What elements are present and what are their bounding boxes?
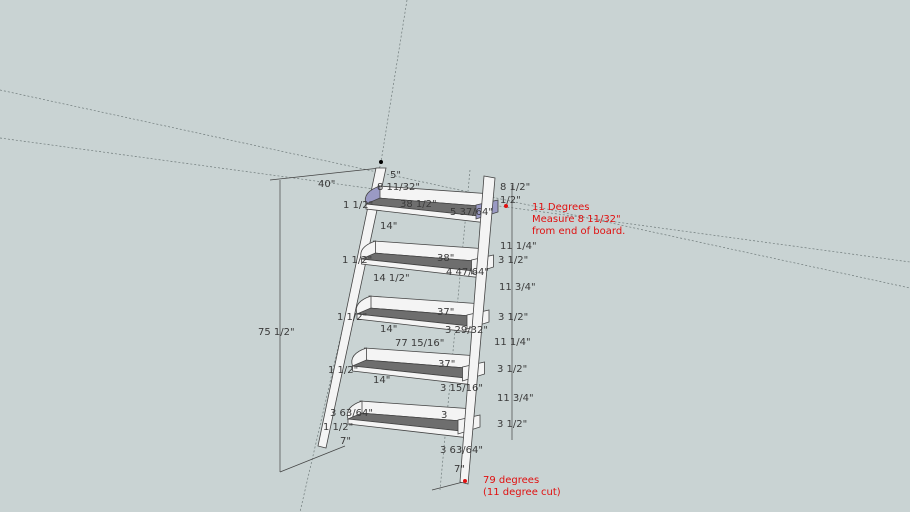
- annotation-marker: [504, 204, 508, 208]
- annotation-top: 11 Degrees Measure 8 11/32" from end of …: [504, 202, 625, 237]
- dimension-label: 1 1/2": [323, 422, 353, 433]
- dimension-label: 14 1/2": [373, 273, 410, 284]
- note-line: (11 degree cut): [483, 487, 561, 498]
- shelf-side-end: [360, 240, 376, 260]
- dimension-label: 14": [380, 221, 397, 232]
- note-line: 79 degrees: [483, 475, 539, 486]
- shelf-side-end: [355, 295, 372, 315]
- shelf-side-end: [364, 185, 381, 205]
- right-rail[interactable]: [459, 175, 496, 485]
- dimension-label: 1/2": [500, 195, 521, 206]
- dimension-label: 7": [454, 464, 465, 475]
- ladder-shelf-model[interactable]: [317, 167, 499, 485]
- dimension-labels: 40" 5"8 11/32" 1 1/2" 38 1/2" 5 37/64" 8 1/2"…: [258, 170, 537, 475]
- shelf[interactable]: [346, 400, 481, 439]
- dimension-label: 3 1/2": [498, 255, 528, 266]
- note-line: from end of board.: [532, 226, 625, 237]
- dimension-label: 4 47/64": [446, 267, 489, 278]
- dimension-label: 14": [380, 324, 397, 335]
- dimension-label: 1 1/2": [342, 255, 372, 266]
- dimension-label: 3 15/16": [440, 383, 483, 394]
- dimension-label: 11 3/4": [499, 282, 536, 293]
- dimension-label: 3 63/64": [440, 445, 483, 456]
- shelf-side-end: [346, 400, 363, 420]
- dimension-label: 3 29/32": [445, 325, 488, 336]
- dimension-label: 38 1/2": [400, 199, 437, 210]
- note-line: Measure 8 11/32": [532, 214, 621, 225]
- dimension-label: 5": [390, 170, 401, 181]
- dimension-label: 7": [340, 436, 351, 447]
- annotation-marker: [463, 479, 467, 483]
- axis-origin-marker: [379, 160, 383, 164]
- dimension-lines: [269, 167, 513, 491]
- dimension-label: 37": [437, 307, 454, 318]
- dimension-label: 11 1/4": [500, 241, 537, 252]
- shelf[interactable]: [355, 295, 490, 334]
- dimension-label: 40": [318, 179, 335, 190]
- dimension-label: 38": [437, 253, 454, 264]
- dimension-label: 3 1/2": [498, 312, 528, 323]
- dimension-label: 14": [373, 375, 390, 386]
- dimension-label: 75 1/2": [258, 327, 295, 338]
- dimension-label: 3: [441, 410, 447, 421]
- left-rail[interactable]: [317, 167, 387, 449]
- dimension-label: 8 1/2": [500, 182, 530, 193]
- dimension-label: 1 1/2": [343, 200, 373, 211]
- dimension-label: 11 3/4": [497, 393, 534, 404]
- shelf[interactable]: [364, 185, 499, 224]
- dimension-label: 1 1/2": [328, 365, 358, 376]
- dimension-label: 3 63/64": [330, 408, 373, 419]
- note-line: 11 Degrees: [532, 202, 590, 213]
- dimension-label: 11 1/4": [494, 337, 531, 348]
- dimension-label: 8 11/32": [377, 182, 420, 193]
- shelf-side-end: [351, 347, 367, 367]
- dimension-label: 5 37/64": [450, 207, 493, 218]
- dimension-label: 1 1/2": [337, 312, 367, 323]
- dimension-label: 77 15/16": [395, 338, 444, 349]
- annotation-bottom: 79 degrees (11 degree cut): [463, 475, 561, 498]
- dimension-label: 3 1/2": [497, 419, 527, 430]
- dimension-label: 3 1/2": [497, 364, 527, 375]
- dimension-label: 37": [438, 359, 455, 370]
- shelf[interactable]: [351, 347, 485, 386]
- shelf[interactable]: [360, 240, 494, 279]
